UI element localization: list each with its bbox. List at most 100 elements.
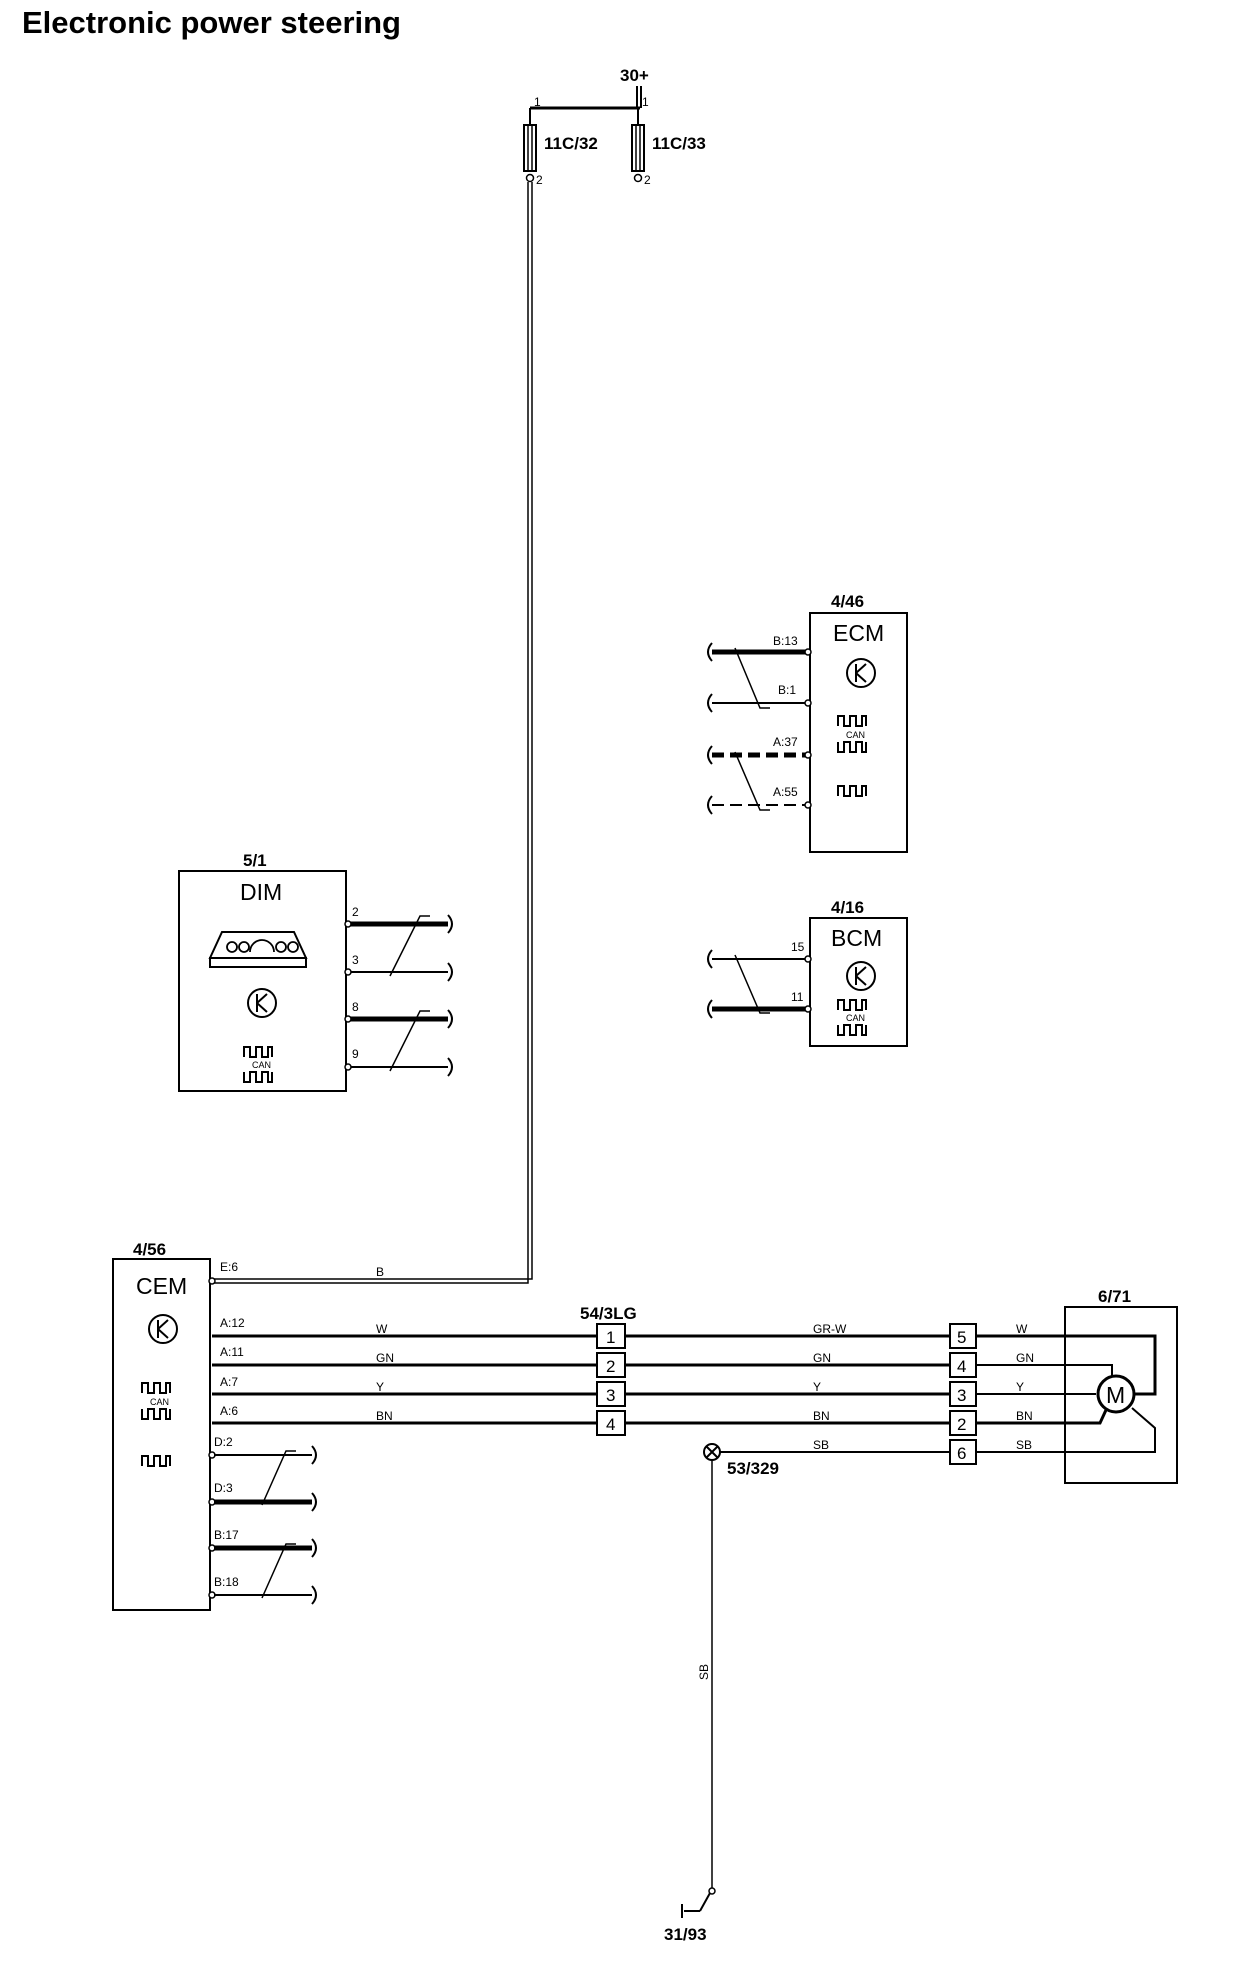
ground-point-53-329: 53/329 SB [697,1443,779,1888]
fuse-11c-32-pin-2: 2 [536,173,543,187]
svg-text:2: 2 [957,1415,966,1434]
wire-label-w: W [1016,1322,1028,1336]
bcm-name: BCM [831,925,882,951]
cem-ref: 4/56 [133,1240,166,1259]
cem-module: 4/56 CEM CAN E:6 A:12 A:11 A:7 A:6 D:2 D… [112,1240,317,1611]
cem-pin-e6: E:6 [220,1260,238,1274]
wire-label-sb: SB [813,1438,829,1452]
wire-label-y: Y [813,1380,821,1394]
dim-ref: 5/1 [243,851,267,870]
svg-text:3: 3 [606,1386,615,1405]
svg-text:5: 5 [957,1328,966,1347]
bcm-ref: 4/16 [831,898,864,917]
cem-pin-a12: A:12 [220,1316,245,1330]
cem-box [112,1258,211,1611]
wire-label-gr-w: GR-W [813,1322,847,1336]
ecm-pin-a55: A:55 [773,785,798,799]
svg-text:2: 2 [606,1357,615,1376]
cem-pin-b18: B:18 [214,1575,239,1589]
can-bus-icon: CAN [141,1382,171,1420]
cem-pin-a7: A:7 [220,1375,238,1389]
power-supply: 30+ [529,66,649,125]
can-bus-icon: CAN [837,999,867,1036]
motor-ref: 6/71 [1098,1287,1131,1306]
wire-label-bn: BN [813,1409,830,1423]
ecm-ref: 4/46 [831,592,864,611]
svg-text:CAN: CAN [150,1397,169,1407]
wire-label-sb: SB [1016,1438,1032,1452]
wire-label-gn: GN [813,1351,831,1365]
dim-pin-9: 9 [352,1047,359,1061]
diagram-title: Electronic power steering [22,5,401,40]
dim-module: 5/1 DIM CAN 2 3 8 9 [178,851,453,1092]
motor-icon [1096,1374,1136,1414]
svg-text:CAN: CAN [252,1060,271,1070]
wire-label-b: B [376,1265,384,1279]
dim-name: DIM [240,879,282,905]
fuse-11c-32-pin-1: 1 [534,95,541,109]
ecm-pin-a37: A:37 [773,735,798,749]
instrument-cluster-icon [208,931,308,968]
transistor-icon [247,988,277,1018]
cem-pin-a6: A:6 [220,1404,238,1418]
ecm-name: ECM [833,620,884,646]
svg-text:1: 1 [606,1328,615,1347]
supply-wire-b: B [214,182,533,1284]
cem-pin-d2: D:2 [214,1435,233,1449]
fuse-11c-33-pin-1: 1 [642,95,649,109]
cem-pin-a11: A:11 [220,1345,244,1359]
transistor-icon [846,961,876,991]
wire-label-gn: GN [1016,1351,1034,1365]
fuse-11c-33-pin-2: 2 [644,173,651,187]
ground-31-93: 31/93 [664,1887,716,1944]
ecm-module: 4/46 ECM CAN B:13 B:1 A:37 A:55 [707,592,908,853]
ecm-pin-b13: B:13 [773,634,798,648]
pulse-signal-icon [141,1455,171,1467]
svg-text:CAN: CAN [846,730,865,740]
fuse-11c-32: 1 2 11C/32 [523,95,598,187]
motor-symbol: M [1106,1382,1125,1408]
transistor-icon [148,1314,178,1344]
wire-label-gn: GN [376,1351,394,1365]
dim-pin-3: 3 [352,953,359,967]
pulse-signal-icon [837,785,867,797]
can-bus-icon: CAN [837,715,867,753]
fuse-11c-33: 1 2 11C/33 [631,95,706,187]
dim-pin-8: 8 [352,1000,359,1014]
wires-connector-to-motor: W GN Y BN SB [976,1322,1157,1453]
wire-label-y: Y [376,1380,384,1394]
bcm-pin-15: 15 [791,940,805,954]
steering-motor: 6/71 M [1064,1287,1178,1484]
fuse-11c-32-body [523,124,537,172]
connector-54-3lg-ref: 54/3LG [580,1304,637,1323]
wires-cem-to-connector: W GN Y BN [212,1322,597,1425]
wire-label-w: W [376,1322,388,1336]
ground-point-ref: 53/329 [727,1459,779,1478]
cem-name: CEM [136,1273,187,1299]
ecm-box [809,612,908,853]
wire-label-bn: BN [376,1409,393,1423]
fuse-11c-33-body [631,124,645,172]
dim-pin-2: 2 [352,905,359,919]
wires-connector-to-connector: GR-W GN Y BN SB [625,1322,950,1453]
connector-54-3lg: 54/3LG 1 2 3 4 [580,1304,637,1436]
svg-text:4: 4 [957,1357,966,1376]
wire-label-y: Y [1016,1380,1024,1394]
svg-text:CAN: CAN [846,1013,865,1023]
ground-ref: 31/93 [664,1925,707,1944]
svg-text:4: 4 [606,1415,615,1434]
fuse-11c-33-label: 11C/33 [652,134,706,153]
svg-text:3: 3 [957,1386,966,1405]
transistor-icon [846,658,876,688]
svg-text:6: 6 [957,1444,966,1463]
cem-pin-d3: D:3 [214,1481,233,1495]
ecm-pin-b1: B:1 [778,683,796,697]
wire-label-bn: BN [1016,1409,1033,1423]
cem-pin-b17: B:17 [214,1528,239,1542]
motor-box [1064,1306,1178,1484]
can-bus-icon: CAN [243,1046,273,1083]
bcm-module: 4/16 BCM CAN 15 11 [707,898,908,1047]
wire-label-sb-vertical: SB [697,1664,711,1680]
supply-label: 30+ [620,66,649,85]
connector-motor-side: 5 4 3 2 6 [949,1323,977,1465]
